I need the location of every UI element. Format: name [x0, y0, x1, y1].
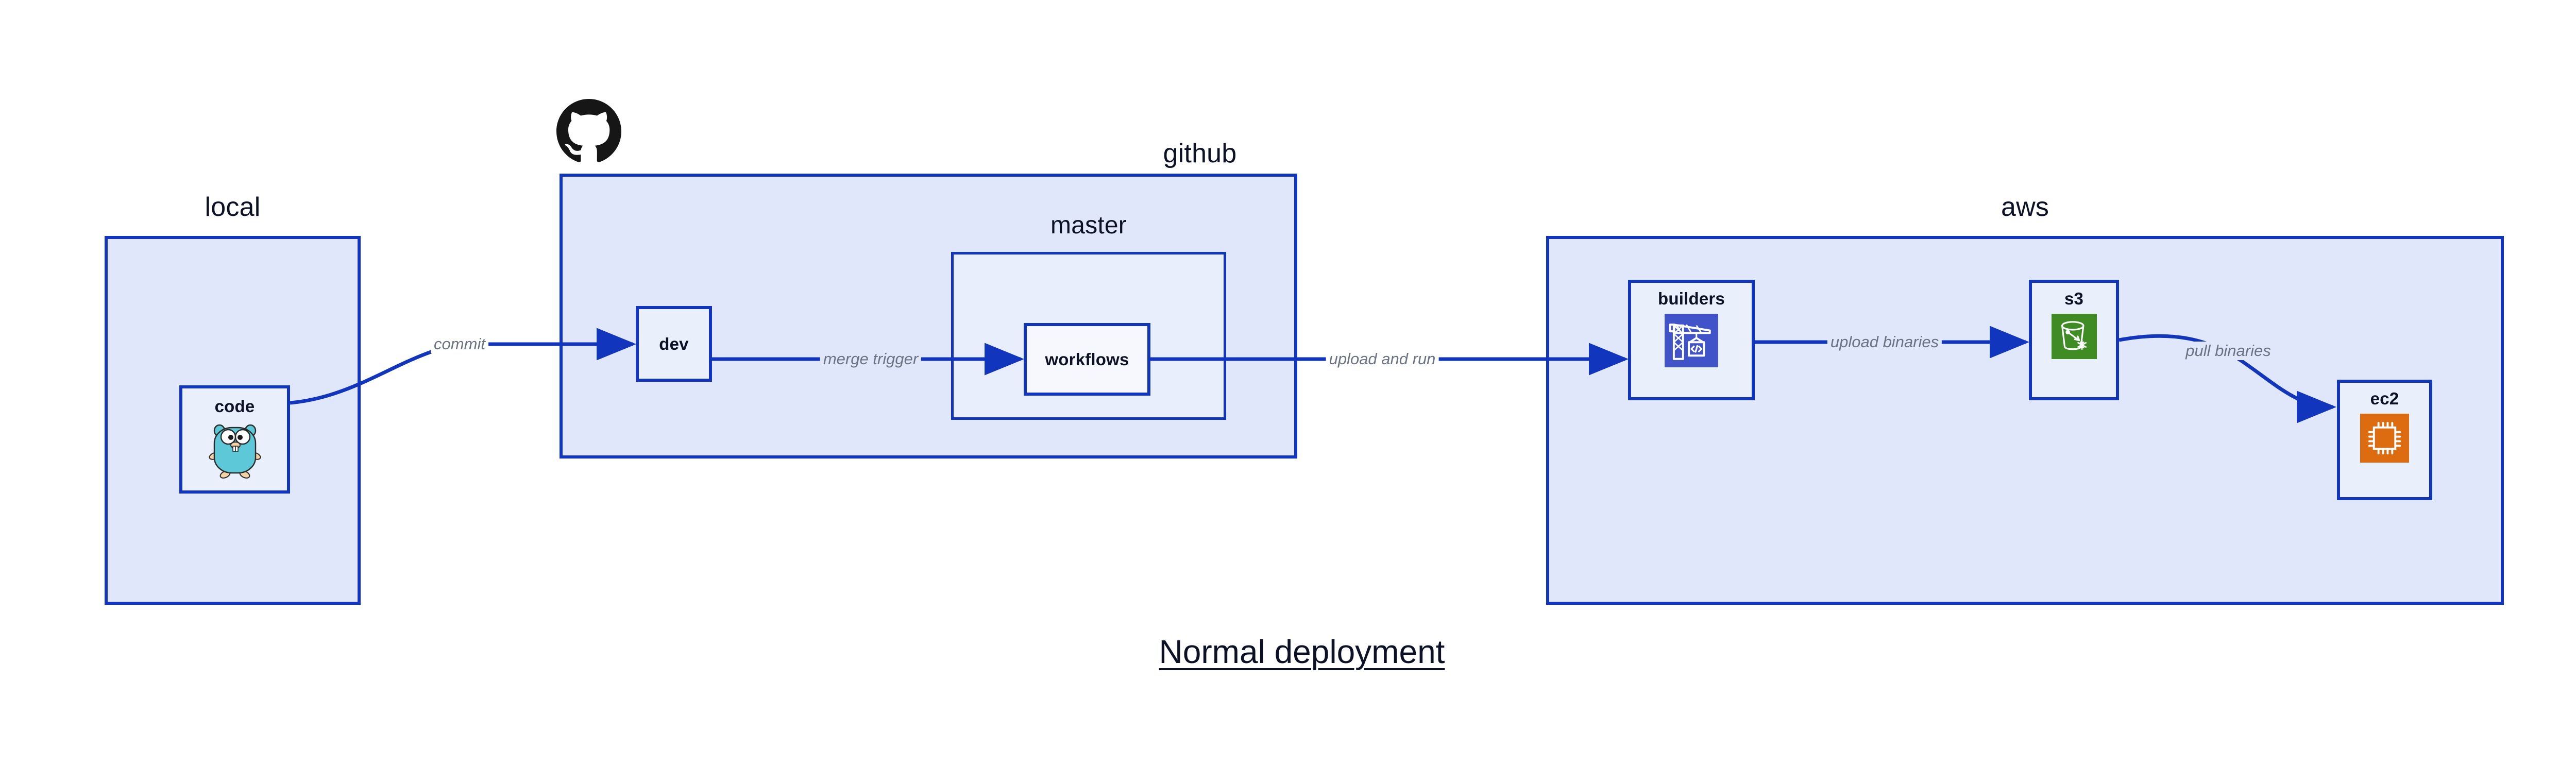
node-dev-label: dev	[659, 334, 689, 353]
edge-label-merge-trigger: merge trigger	[820, 350, 922, 368]
node-code-label: code	[214, 397, 255, 416]
aws-codebuild-icon	[1665, 314, 1718, 370]
node-s3[interactable]: s3	[2029, 280, 2119, 400]
node-s3-label: s3	[2064, 289, 2084, 308]
edge-label-commit: commit	[431, 335, 488, 353]
edge-label-upload-and-run: upload and run	[1326, 350, 1439, 368]
node-ec2-label: ec2	[2370, 389, 2399, 408]
aws-s3-bucket-icon	[2051, 314, 2097, 362]
go-gopher-icon	[208, 421, 262, 482]
edge-label-pull-binaries: pull binaries	[2182, 342, 2274, 360]
diagram-title: Normal deployment	[1159, 633, 1445, 670]
group-label-aws: aws	[2001, 192, 2049, 222]
node-code[interactable]: code	[179, 385, 290, 494]
node-dev[interactable]: dev	[636, 306, 712, 382]
node-builders[interactable]: builders	[1628, 280, 1755, 400]
group-label-local: local	[205, 192, 261, 222]
edge-label-upload-binaries: upload binaries	[1827, 333, 1942, 351]
group-label-master: master	[1050, 212, 1127, 239]
node-workflows[interactable]: workflows	[1024, 323, 1150, 396]
node-builders-label: builders	[1658, 289, 1725, 308]
aws-ec2-chip-icon	[2360, 414, 2409, 465]
group-label-github: github	[1163, 139, 1237, 168]
node-workflows-label: workflows	[1045, 349, 1129, 369]
github-octocat-icon	[556, 99, 621, 164]
node-ec2[interactable]: ec2	[2337, 380, 2432, 500]
